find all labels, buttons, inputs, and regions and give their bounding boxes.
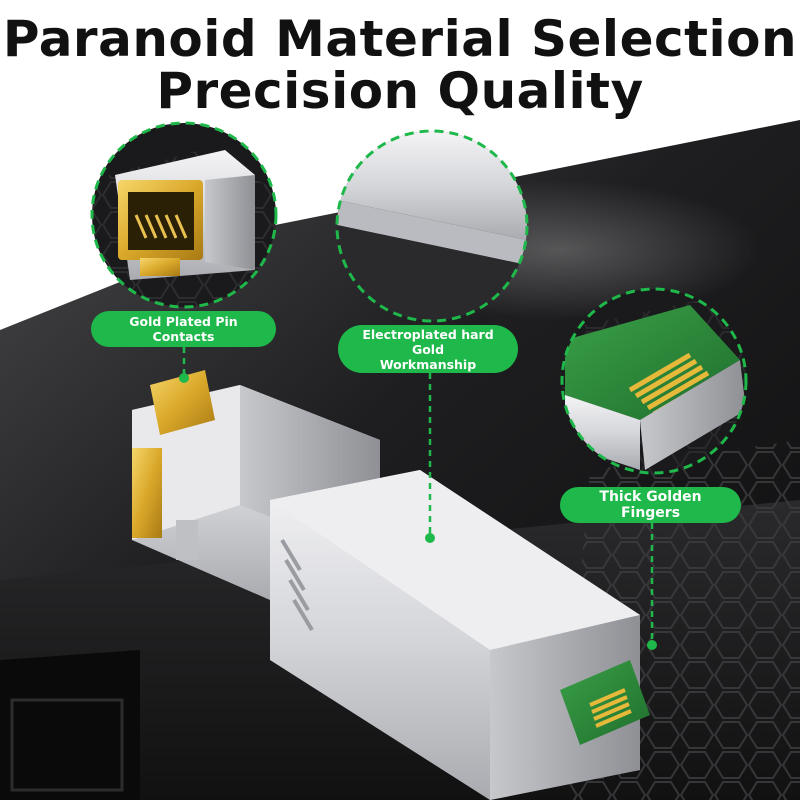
zoom-circle-golden-fingers xyxy=(560,287,748,475)
callout-dots xyxy=(179,373,657,650)
headline-line-1: Paranoid Material Selection xyxy=(2,10,798,68)
headline-line-2: Precision Quality xyxy=(156,62,644,120)
callout-electroplated-line-1: Electroplated hard Gold xyxy=(362,326,494,357)
callout-thick-golden-fingers: Thick Golden Fingers xyxy=(560,487,741,523)
callout-gold-plated-pins: Gold Plated Pin Contacts xyxy=(91,311,276,347)
zoom-circle-rj45-port xyxy=(90,121,278,309)
callout-electroplated-line-2: Workmanship xyxy=(379,356,477,372)
callout-electroplated-hard-gold: Electroplated hard Gold Workmanship xyxy=(338,325,518,373)
sfp-module xyxy=(132,370,650,800)
callout-leaders xyxy=(182,347,654,640)
zoom-circle-metal-surface xyxy=(335,129,529,323)
